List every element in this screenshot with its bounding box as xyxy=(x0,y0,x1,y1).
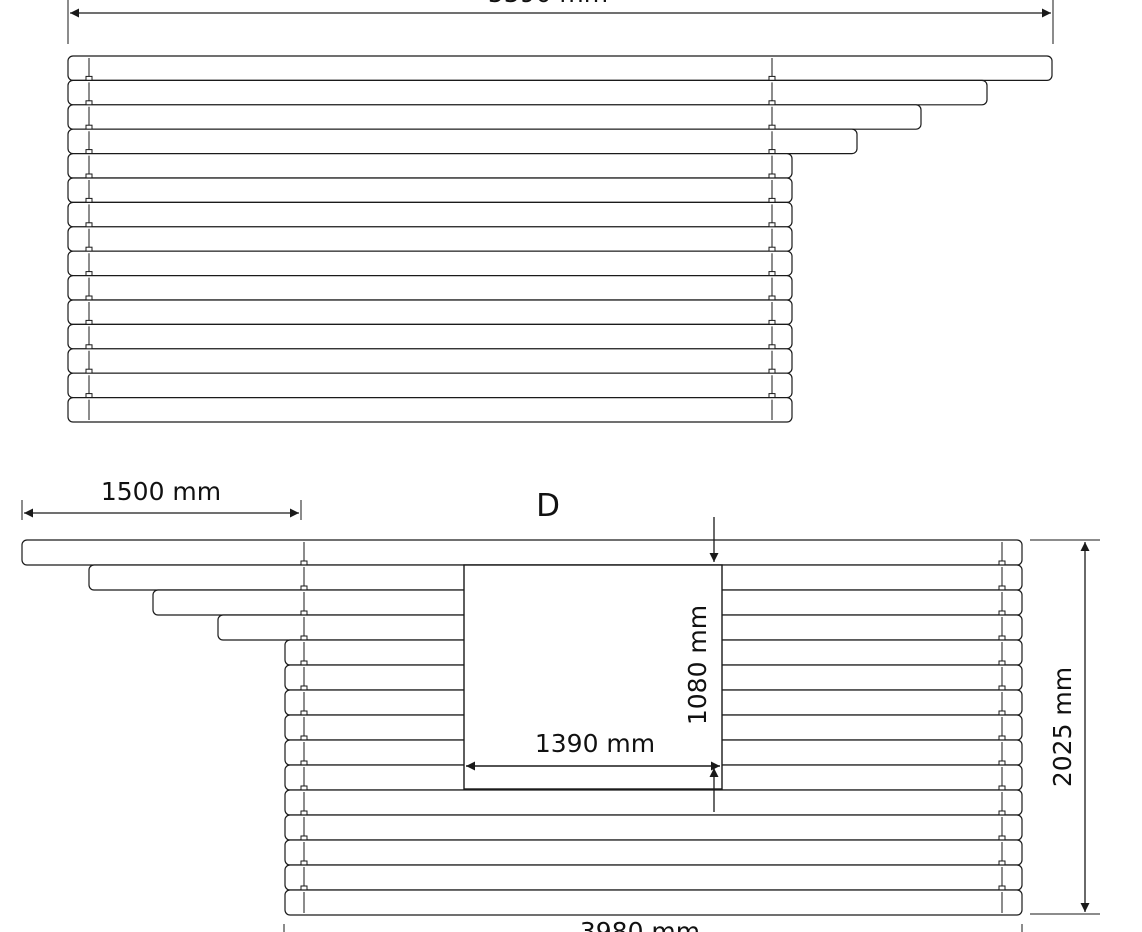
top-width-dimension: 5390 mm xyxy=(67,0,1054,44)
top-log-rows xyxy=(67,55,1053,423)
wall-height-label: 2025 mm xyxy=(1048,667,1077,787)
opening-height-label: 1080 mm xyxy=(683,605,712,725)
log-row xyxy=(67,55,1053,81)
log-row xyxy=(67,348,793,374)
log-row xyxy=(67,201,793,228)
log-row xyxy=(284,864,1023,891)
log-row xyxy=(67,323,793,350)
log-row xyxy=(67,79,988,106)
top-log-elevation xyxy=(67,55,1053,423)
overhang-label: 1500 mm xyxy=(101,477,221,506)
overhang-dimension: 1500 mm xyxy=(21,477,302,520)
log-row xyxy=(67,177,793,203)
log-row xyxy=(284,889,1023,916)
log-row xyxy=(67,250,793,277)
log-row xyxy=(67,128,858,155)
log-row xyxy=(284,839,1023,866)
log-row xyxy=(284,814,1023,841)
wall-height-dimension: 2025 mm xyxy=(1030,539,1100,915)
log-row xyxy=(67,104,922,130)
wall-d-elevation xyxy=(21,539,1023,916)
log-row xyxy=(67,226,793,252)
top-width-label: 5390 mm xyxy=(488,0,608,8)
wall-label: D xyxy=(536,488,560,524)
log-row xyxy=(67,299,793,325)
wall-width-dimension: 3980 mm xyxy=(283,917,1023,932)
opening-width-label: 1390 mm xyxy=(535,729,655,758)
wall-width-label: 3980 mm xyxy=(580,917,700,932)
log-row xyxy=(21,539,1023,566)
log-row xyxy=(67,397,793,423)
opening-height-dimension: 1080 mm xyxy=(683,517,719,812)
opening-width-dimension: 1390 mm xyxy=(466,729,720,771)
log-row xyxy=(67,275,793,301)
log-row xyxy=(284,789,1023,816)
log-row xyxy=(67,153,793,179)
log-row xyxy=(67,372,793,399)
wall-opening xyxy=(463,564,723,790)
